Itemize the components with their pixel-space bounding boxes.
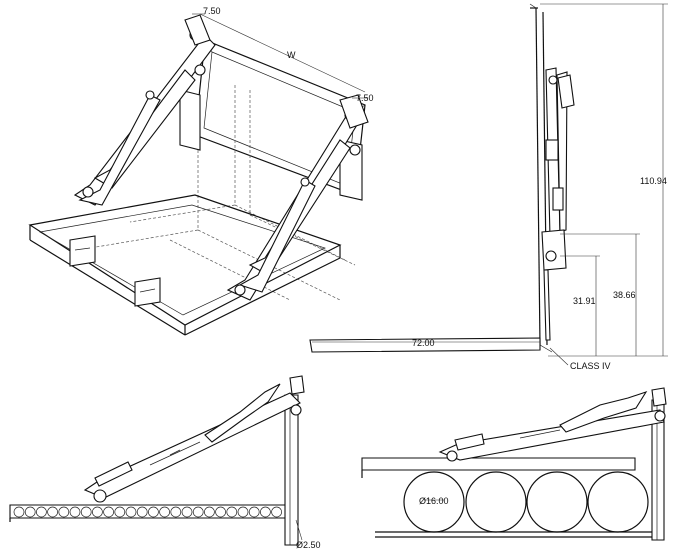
small-pipe — [260, 506, 271, 518]
small-pipe — [47, 506, 58, 518]
side-dimensions — [312, 3, 668, 366]
small-pipe — [237, 506, 249, 518]
small-pipe — [36, 506, 47, 518]
small-pipe — [159, 506, 170, 518]
small-pipe — [248, 506, 260, 518]
side-forks — [309, 337, 553, 353]
br-pipe-row — [403, 471, 649, 533]
side-view: 110.94 38.66 31.91 72.00 CLASS IV — [309, 3, 668, 371]
small-pipe — [24, 506, 36, 518]
side-lower-pivot — [541, 229, 567, 341]
side-dim-overall-height: 110.94 — [640, 176, 667, 186]
br-arm — [438, 387, 667, 462]
small-pipe — [103, 506, 114, 518]
bl-arm — [83, 375, 305, 503]
large-pipe — [465, 471, 527, 533]
side-upper-arm — [545, 67, 575, 238]
side-carriage-class: CLASS IV — [570, 361, 611, 371]
small-pipe — [215, 506, 226, 518]
small-pipe — [92, 506, 103, 518]
small-pipe — [58, 506, 70, 518]
isometric-view: 7.50 W 7.50 — [28, 6, 374, 336]
iso-base-frame — [28, 194, 342, 336]
small-pipe — [226, 506, 238, 518]
small-pipe — [80, 506, 92, 518]
br-dim-pipe-diameter: Ø16.00 — [419, 496, 449, 506]
iso-left-linkage — [73, 14, 216, 206]
bottom-right-view: Ø16.00 — [361, 387, 667, 541]
small-pipe — [204, 506, 215, 518]
bl-mast — [284, 394, 299, 546]
iso-dimensions — [192, 13, 368, 99]
small-pipe — [170, 506, 182, 518]
side-dim-pivot-height-2: 31.91 — [573, 296, 596, 306]
small-pipe — [148, 506, 159, 518]
small-pipe — [13, 506, 25, 518]
small-pipe — [181, 506, 193, 518]
small-pipe — [125, 506, 137, 518]
br-forks — [361, 457, 636, 478]
small-pipe — [69, 506, 81, 518]
small-pipe — [271, 506, 282, 518]
br-bottom-fork — [375, 531, 655, 538]
bl-dim-pipe-diameter: Ø2.50 — [296, 540, 321, 550]
large-pipe — [526, 471, 588, 533]
bl-pipe-row — [13, 506, 282, 518]
side-dim-pivot-height-1: 38.66 — [613, 290, 636, 300]
iso-dim-width: W — [287, 50, 296, 60]
small-pipe — [136, 506, 148, 518]
small-pipe — [192, 506, 204, 518]
iso-right-linkage — [226, 94, 369, 301]
small-pipe — [114, 506, 126, 518]
iso-dim-top-right: 7.50 — [356, 93, 374, 103]
side-dim-fork-length: 72.00 — [412, 338, 435, 348]
large-pipe — [587, 471, 649, 533]
iso-dim-top-left: 7.50 — [203, 6, 221, 16]
iso-fork-pockets — [69, 235, 161, 307]
bottom-left-view: Ø2.50 — [9, 375, 321, 550]
